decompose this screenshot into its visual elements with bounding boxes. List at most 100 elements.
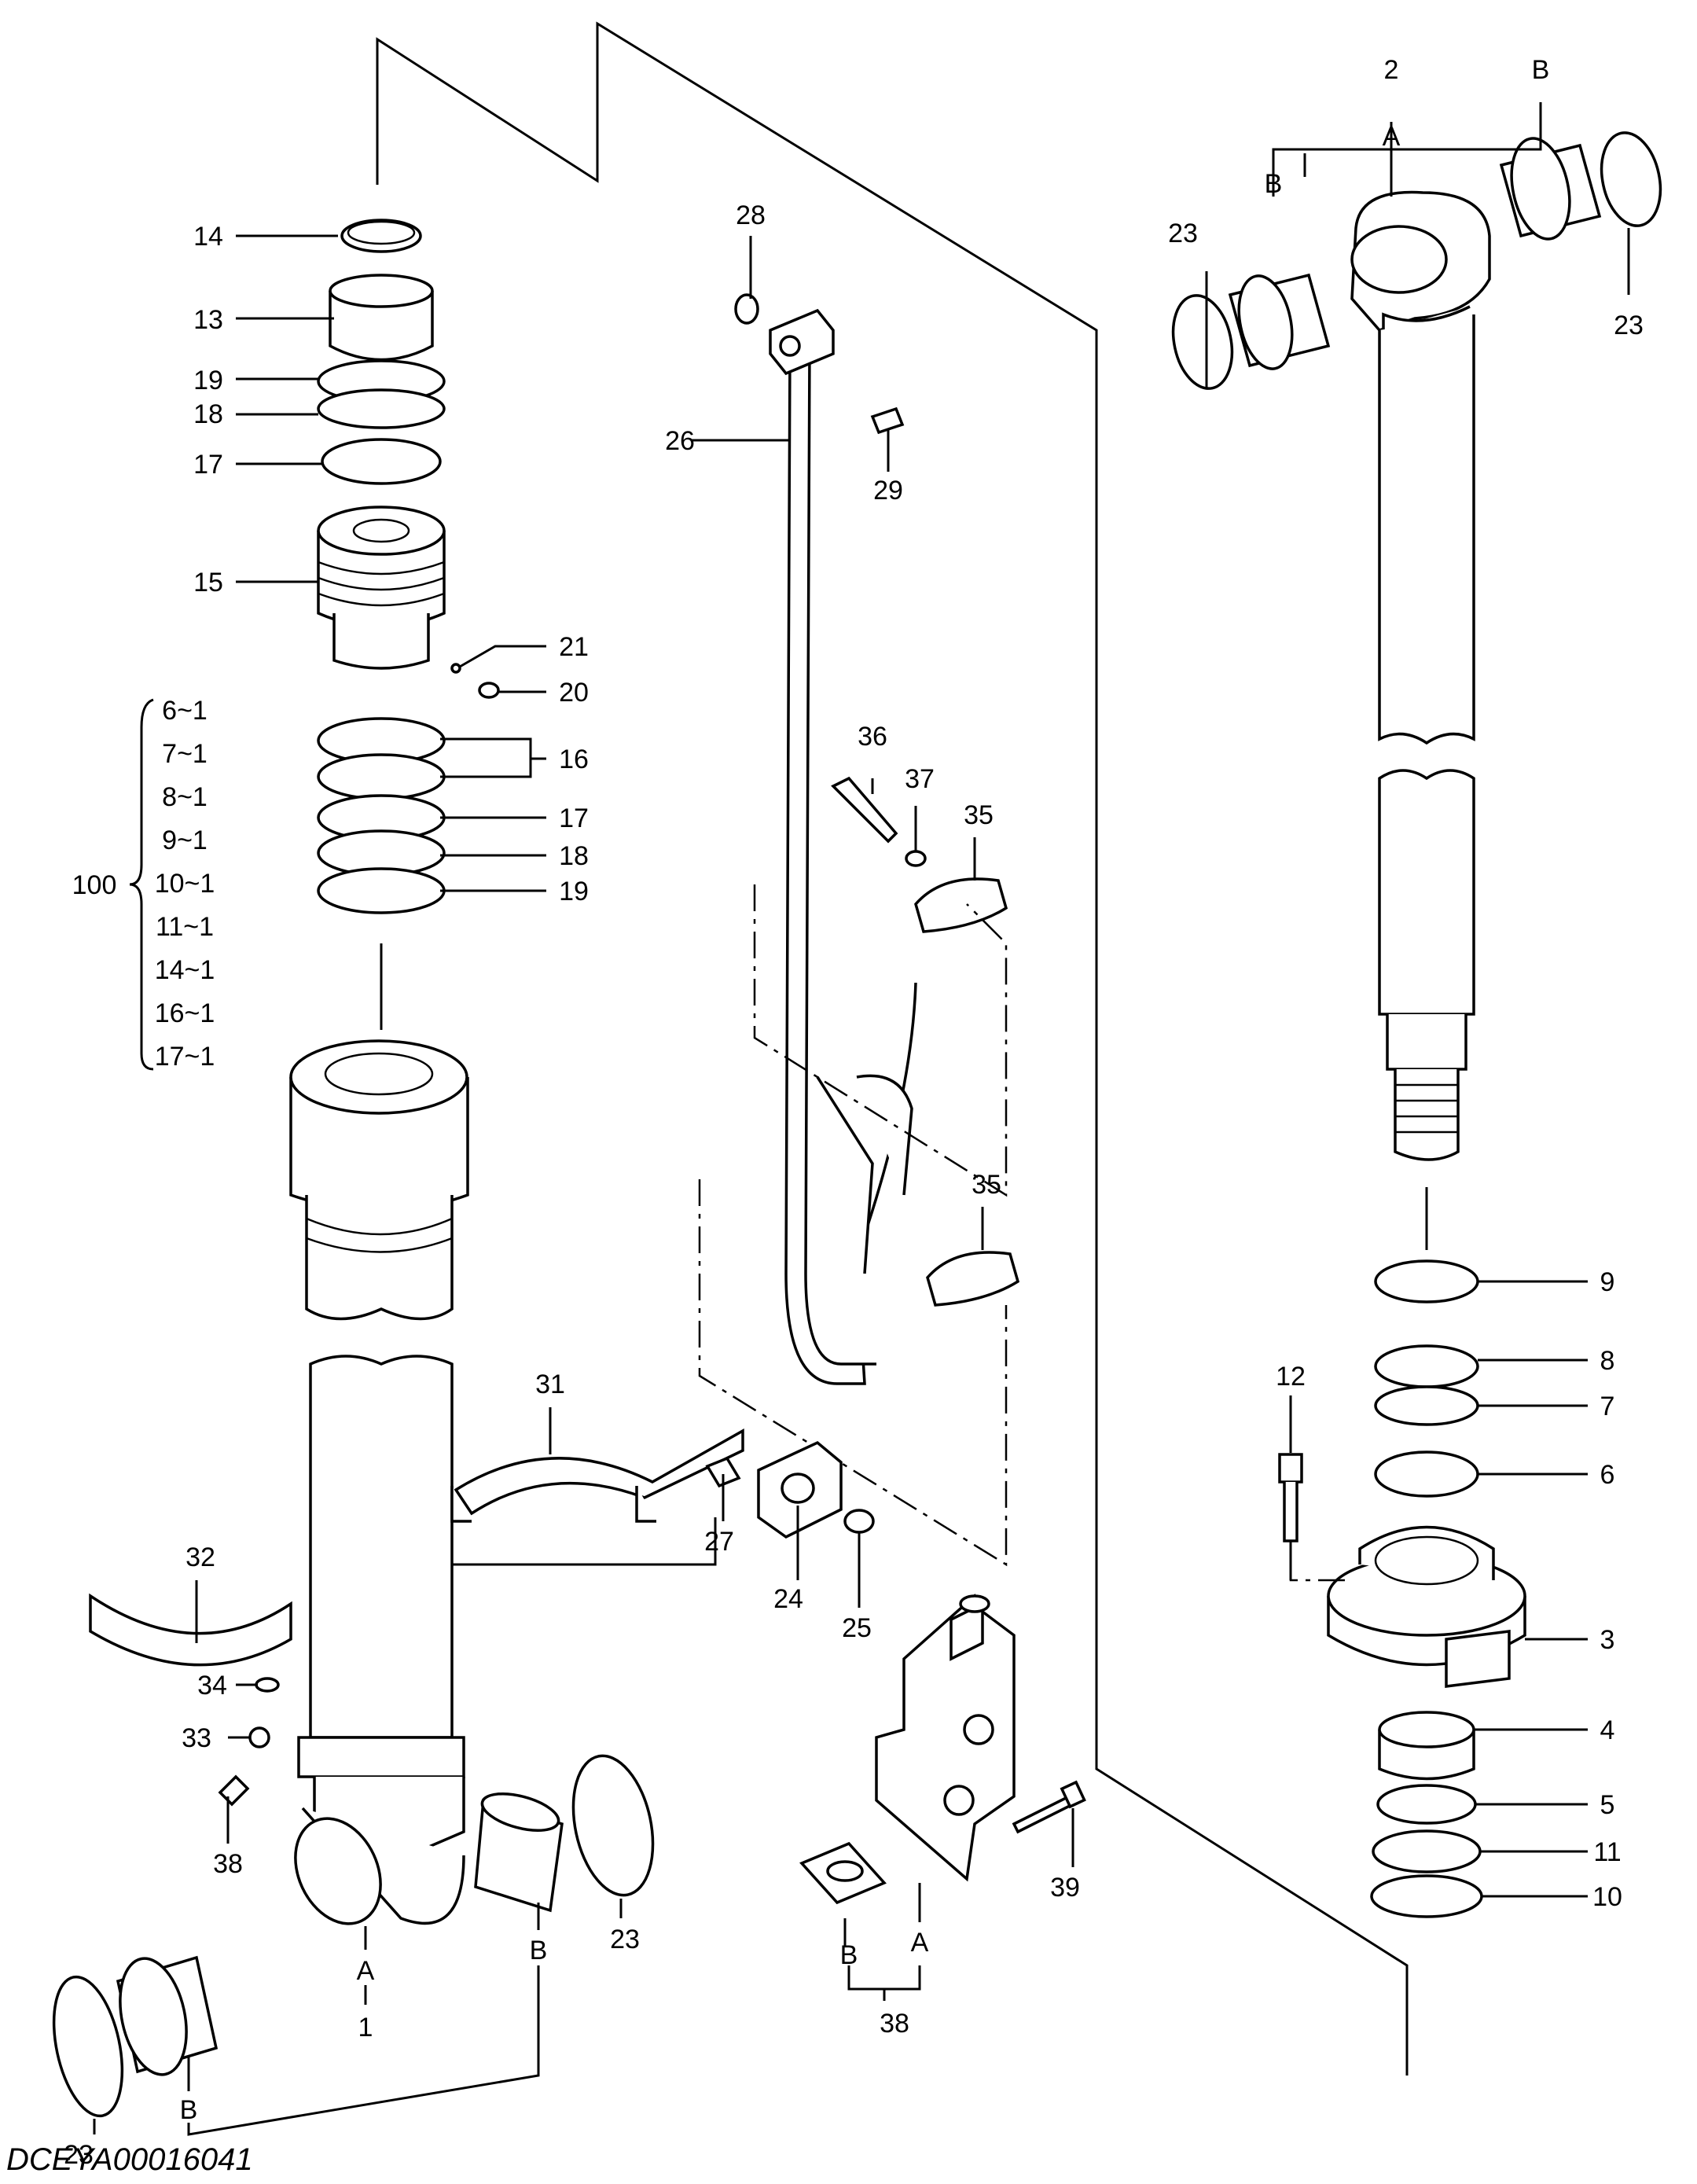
part-29-bolt: [870, 406, 905, 435]
callout-7: 7: [1600, 1392, 1615, 1421]
callout-4: 4: [1600, 1715, 1615, 1745]
kit-item-8: 16~1: [155, 998, 215, 1028]
callout-38-b: B: [840, 1940, 858, 1970]
part-14-ring: [340, 219, 422, 253]
part-25-pipe: [784, 345, 917, 1385]
piston-rod: [1378, 314, 1475, 1161]
callout-1-a: A: [357, 1956, 375, 1986]
part-32-33-bolt-washer: [248, 1677, 280, 1748]
callout-2: 2: [1384, 55, 1399, 85]
callout-34b: 35: [972, 1170, 1001, 1200]
callouts: 14 13 19 18 17 15 21 20 16 17 18 19 100 …: [6, 55, 1644, 2177]
callout-14: 14: [193, 222, 223, 252]
callout-30: 31: [535, 1370, 565, 1399]
callout-1: 1: [358, 2013, 373, 2042]
part-12-bolt: [1278, 1453, 1303, 1542]
callout-11: 11: [1593, 1837, 1621, 1867]
callout-10: 10: [1592, 1882, 1622, 1912]
callout-6: 6: [1600, 1460, 1615, 1490]
callout-5: 5: [1600, 1790, 1615, 1820]
part-1-cylinder-tube: [294, 1355, 465, 1925]
part-19-18-17-rings-top: [317, 359, 446, 485]
callout-8: 8: [1600, 1346, 1615, 1376]
seal-kit-rings-16-19: [317, 717, 446, 914]
callout-19: 19: [193, 366, 223, 395]
kit-number: 100: [72, 870, 117, 900]
part-20-plug: [478, 682, 500, 699]
callout-28: 28: [736, 200, 766, 230]
part-9-8-7-6-rings: [1374, 1259, 1479, 1498]
part-2-rod-eye: [1350, 190, 1491, 333]
callout-23-mid: 23: [610, 1925, 640, 1954]
part-30-bracket: [450, 1428, 744, 1523]
callout-1-b-right: B: [530, 1936, 548, 1965]
kit-item-3: 8~1: [162, 782, 208, 812]
callout-38-a: A: [911, 1928, 929, 1958]
part-3-rod-cover: [1327, 1525, 1526, 1688]
part-13-bushing: [329, 274, 434, 362]
callout-37: 38: [213, 1849, 243, 1879]
callout-27: 27: [704, 1527, 734, 1557]
callout-26: 25: [842, 1613, 872, 1643]
part-26-oring: [843, 1509, 875, 1534]
part-4-5-11-10-seals: [1370, 1711, 1483, 1918]
part-28-oring: [734, 293, 759, 325]
callout-2-b-left: B: [1265, 169, 1283, 199]
callout-35: 36: [858, 722, 887, 752]
callout-18b: 18: [559, 841, 589, 871]
callout-16: 16: [559, 745, 589, 774]
pipe-top-fitting: [769, 308, 835, 376]
callout-21: 21: [559, 632, 589, 662]
callout-15: 15: [193, 568, 223, 597]
callout-31: 32: [185, 1542, 215, 1572]
kit-item-1: 6~1: [162, 696, 208, 726]
callout-23-top-right: 23: [1614, 311, 1644, 340]
callout-20: 20: [559, 678, 589, 708]
callout-23-bottom: 23: [64, 2140, 94, 2170]
callout-12: 12: [1276, 1362, 1306, 1392]
part-31-clamp: [89, 1593, 292, 1667]
kit-item-2: 7~1: [162, 739, 208, 769]
leader-lines: [93, 102, 1630, 2136]
callout-23-top-left: 23: [1168, 219, 1198, 248]
callout-13: 13: [193, 305, 223, 335]
callout-18: 18: [193, 399, 223, 429]
dash-chain-lines: [698, 884, 1008, 1567]
callout-32: 33: [182, 1723, 211, 1753]
part-34-clamp-lower: [926, 1251, 1020, 1307]
kit-item-6: 11~1: [156, 912, 214, 942]
part-34-clamp-upper: [914, 877, 1008, 933]
drawing-code: DCEYA00016041: [6, 2142, 253, 2177]
callout-24: 24: [773, 1584, 803, 1614]
callout-3: 3: [1600, 1625, 1615, 1655]
part-37-grease-nipple: [218, 1774, 250, 1807]
part-2-bushings-rings: [1171, 131, 1662, 390]
kit-item-4: 9~1: [162, 825, 208, 855]
callout-38: 38: [880, 2009, 909, 2039]
cylinder-head: [289, 1039, 469, 1321]
callout-36: 37: [905, 764, 935, 794]
part-1-bushings-and-rings: [52, 1754, 655, 2118]
callout-25: 26: [665, 426, 695, 456]
callout-34a: 35: [964, 800, 994, 830]
callout-29: 29: [873, 476, 903, 506]
part-21-ball: [450, 663, 461, 674]
callout-17: 17: [193, 450, 223, 480]
part-38-valve: [799, 1594, 1016, 1905]
callout-17b: 17: [559, 803, 589, 833]
part-24-flange: [757, 1440, 843, 1539]
callout-9: 9: [1600, 1267, 1615, 1297]
kit-item-9: 17~1: [155, 1042, 215, 1072]
kit-item-5: 10~1: [155, 869, 215, 899]
callout-2-b-right: B: [1532, 55, 1550, 85]
part-27-bolt: [705, 1456, 741, 1488]
part-35-36-bolt-washer: [831, 776, 927, 867]
callout-33: 34: [197, 1671, 227, 1701]
part-15-piston: [317, 506, 446, 670]
part-39-bolt: [1012, 1780, 1086, 1834]
callout-19b: 19: [559, 877, 589, 906]
kit-item-7: 14~1: [155, 955, 215, 985]
callout-2-a: A: [1383, 122, 1401, 152]
